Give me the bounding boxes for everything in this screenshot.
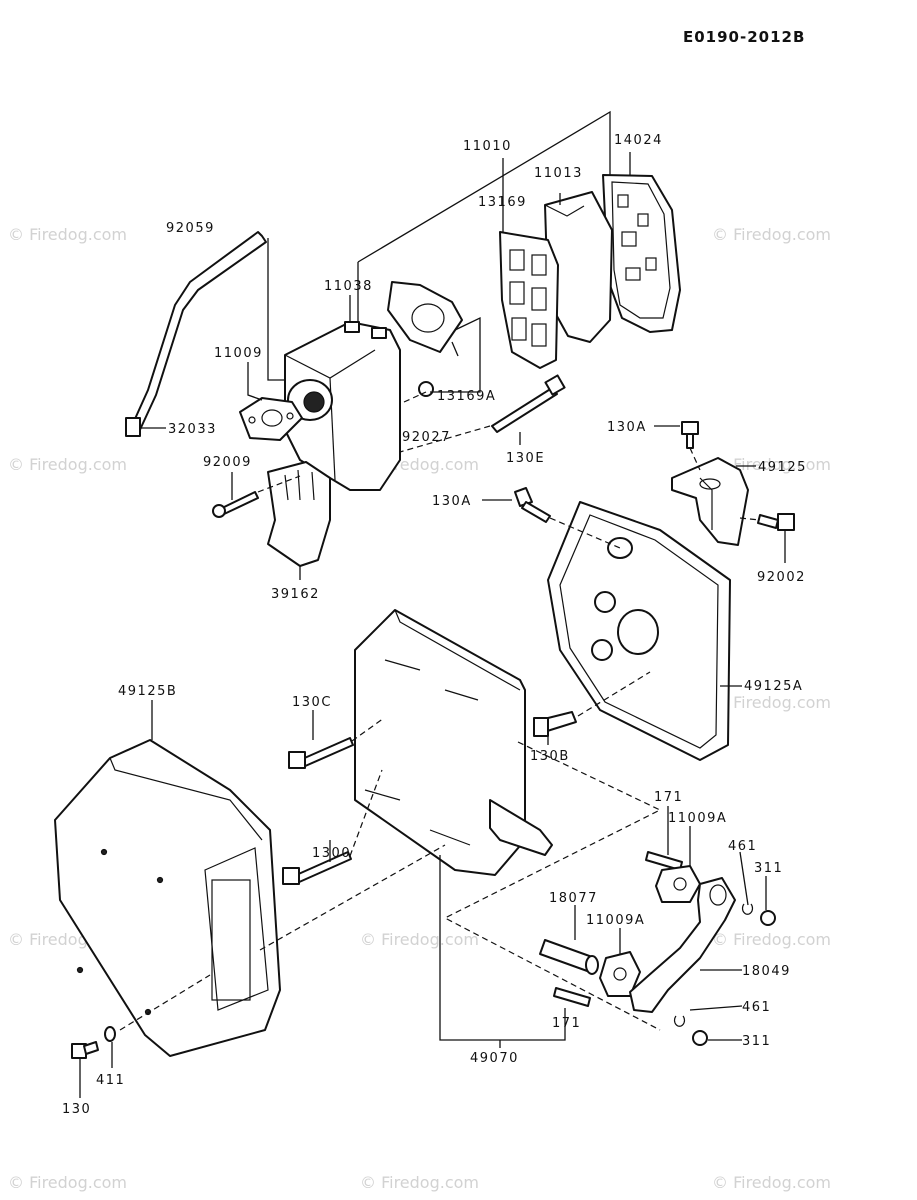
part-311-nut-lower: [692, 1030, 708, 1046]
label-461-upper: 461: [728, 839, 757, 854]
watermarks: © Firedog.com © Firedog.com © Firedog.co…: [8, 225, 831, 1192]
watermark: © Firedog.com: [8, 1173, 127, 1192]
part-49125-bracket: [671, 457, 749, 546]
label-49070: 49070: [470, 1051, 519, 1066]
leader-lines: [79, 110, 786, 1098]
part-411-washer: [104, 1026, 116, 1042]
label-171-lower: 171: [552, 1016, 581, 1031]
label-130E: 130E: [506, 451, 545, 466]
watermark: © Firedog.com: [360, 930, 479, 949]
label-411: 411: [96, 1073, 125, 1088]
watermark: © Firedog.com: [360, 1173, 479, 1192]
label-39162: 39162: [271, 587, 320, 602]
label-130A-top: 130A: [607, 420, 647, 435]
watermark: © Firedog.com: [712, 930, 831, 949]
label-92027: 92027: [402, 430, 451, 445]
label-18077: 18077: [549, 891, 598, 906]
watermark: © Firedog.com: [712, 225, 831, 244]
part-13169A-gasket: [387, 281, 463, 353]
part-92002-bolt: [757, 513, 795, 531]
diagram-code: E0190-2012B: [683, 28, 805, 46]
label-92059: 92059: [166, 221, 215, 236]
watermark: © Firedog.com: [712, 1173, 831, 1192]
part-171-stud-lower: [553, 987, 591, 1007]
label-92002: 92002: [757, 570, 806, 585]
part-18049-pipe: [629, 877, 736, 1013]
watermark: © Firedog.com: [8, 455, 127, 474]
part-130-bolt: [71, 1041, 99, 1059]
label-130B: 130B: [530, 749, 570, 764]
label-311-upper: 311: [754, 861, 783, 876]
watermark: © Firedog.com: [8, 225, 127, 244]
part-49070-muffler: [354, 609, 553, 876]
label-1300: 1300: [312, 846, 351, 861]
part-labels: 11010 14024 11013 13169 92059 11038 1100…: [62, 133, 807, 1117]
part-49125A-backplate: [547, 501, 731, 761]
label-311-lower: 311: [742, 1034, 771, 1049]
part-92009-screw: [212, 491, 259, 518]
label-130A-middle: 130A: [432, 494, 472, 509]
label-461-lower: 461: [742, 1000, 771, 1015]
label-11009A-upper: 11009A: [668, 811, 727, 826]
part-311-nut-upper: [760, 910, 776, 926]
part-130A-bolt-top: [681, 421, 699, 449]
part-92059-tube: [125, 231, 267, 437]
part-92027-nut: [418, 381, 434, 397]
part-11009A-gasket-upper: [655, 865, 701, 903]
label-18049: 18049: [742, 964, 791, 979]
label-32033: 32033: [168, 422, 217, 437]
part-13169-gasket: [499, 231, 559, 369]
label-13169A: 13169A: [437, 389, 496, 404]
part-130C-bolt: [288, 737, 354, 769]
part-11009A-gasket-lower: [599, 951, 641, 997]
label-130C: 130C: [292, 695, 332, 710]
label-49125A: 49125A: [744, 679, 803, 694]
label-49125: 49125: [758, 460, 807, 475]
label-92009: 92009: [203, 455, 252, 470]
part-130A-bolt-middle: [514, 487, 551, 523]
part-11009-gasket: [239, 397, 303, 441]
label-130: 130: [62, 1102, 91, 1117]
label-11009: 11009: [214, 346, 263, 361]
label-49125B: 49125B: [118, 684, 177, 699]
part-130B-bolt: [533, 711, 577, 737]
label-11038: 11038: [324, 279, 373, 294]
part-461-clip-lower: [673, 1015, 686, 1027]
parts: [54, 174, 795, 1059]
watermark: © Firedog.com: [712, 455, 831, 474]
label-13169: 13169: [478, 195, 527, 210]
label-171-upper: 171: [654, 790, 683, 805]
part-14024-cover: [602, 174, 681, 333]
label-14024: 14024: [614, 133, 663, 148]
part-18077-pipe: [539, 939, 599, 975]
watermark: © Firedog.com: [712, 693, 831, 712]
label-11009A-lower: 11009A: [586, 913, 645, 928]
label-11013: 11013: [534, 166, 583, 181]
part-130E-bolt: [491, 374, 566, 433]
part-39162-bracket: [267, 461, 331, 567]
part-461-clip-upper: [741, 903, 754, 915]
label-11010: 11010: [463, 139, 512, 154]
part-11038-body: [284, 321, 401, 491]
part-49125B-cover: [54, 739, 281, 1057]
